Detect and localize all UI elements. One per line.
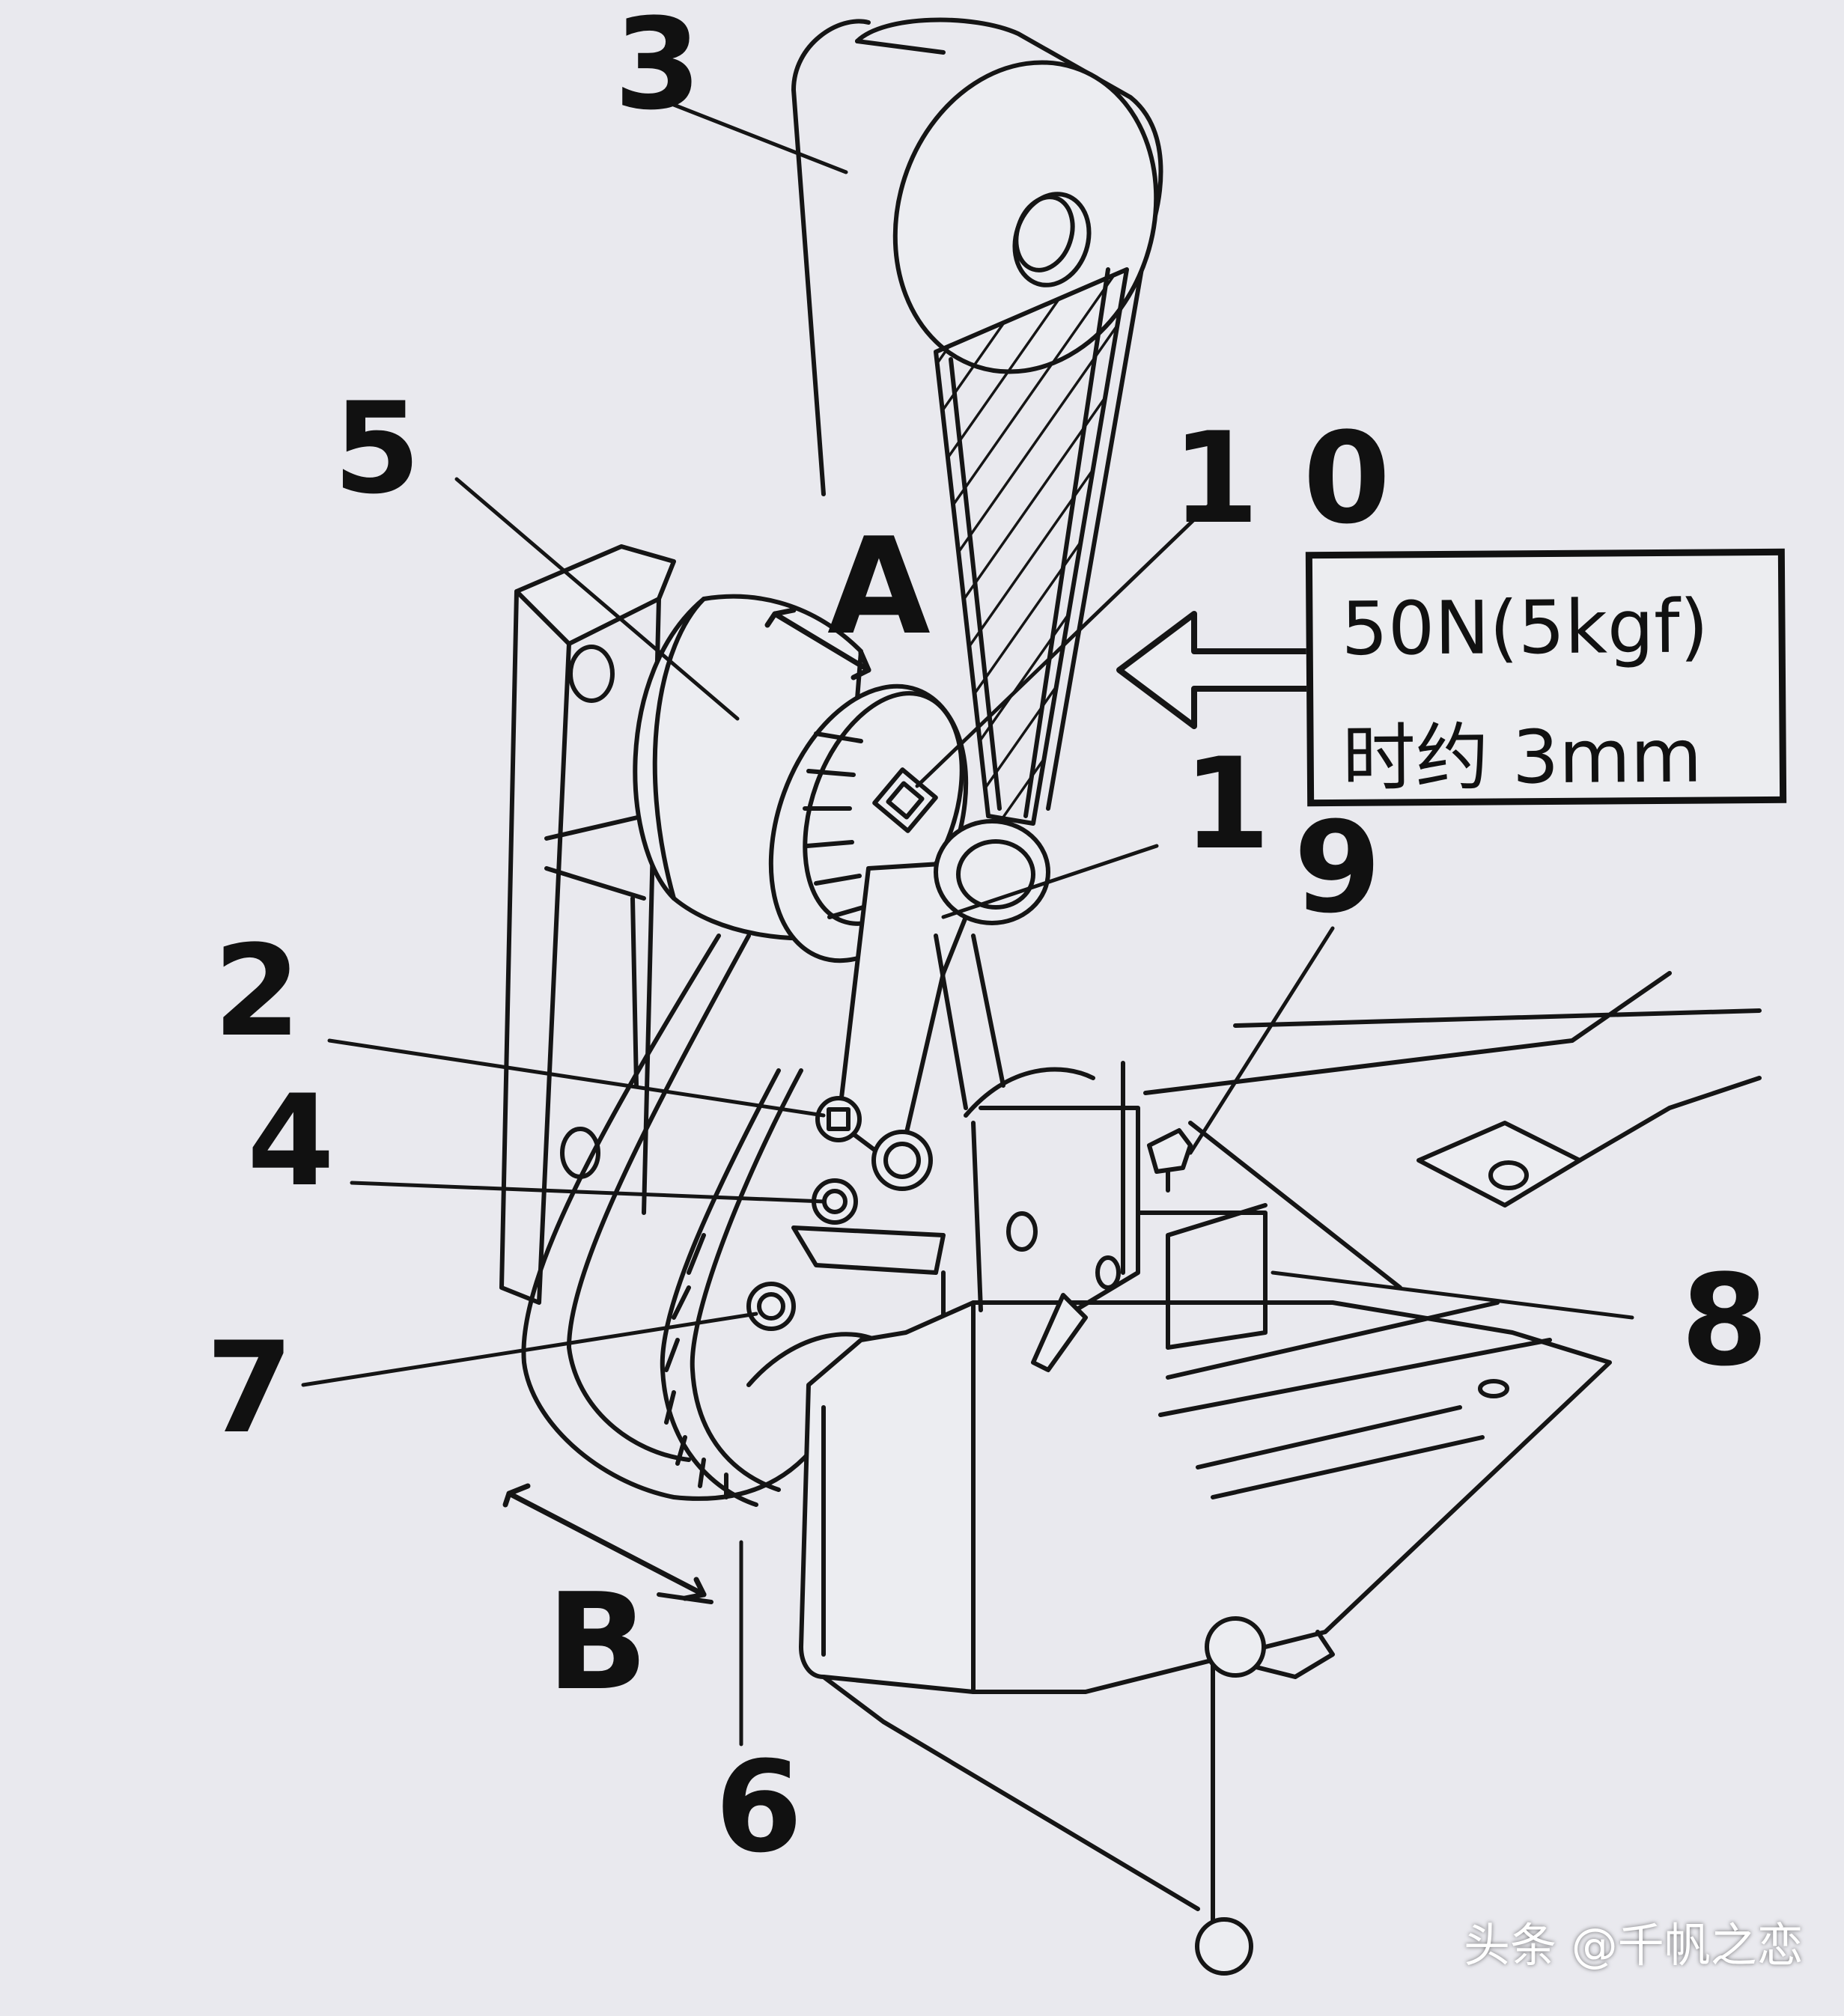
deflection-text: 时约 3mm (1342, 713, 1702, 802)
callout-7: 7 (206, 1315, 293, 1461)
callout-1: 1 (1183, 731, 1271, 877)
tension-note-box: 50N(5kgf) 时约 3mm (1305, 548, 1787, 807)
callout-2: 2 (213, 918, 301, 1065)
motion-arrows (502, 607, 871, 1604)
upper-pulley (791, 17, 1163, 826)
callout-3: 3 (614, 0, 702, 138)
callout-5: 5 (333, 375, 421, 522)
arrow-label-b: B (547, 1565, 648, 1720)
leader-lines (301, 103, 1634, 1747)
machine-base (799, 971, 1762, 1976)
callout-4: 4 (247, 1068, 335, 1214)
callout-9: 9 (1294, 794, 1381, 941)
force-arrow (1116, 611, 1313, 729)
tension-arm (836, 819, 1050, 1170)
bolts (746, 1096, 946, 1331)
tension-force-text: 50N(5kgf) (1341, 584, 1709, 672)
arrow-label-a: A (827, 509, 931, 664)
callout-10: 1 0 (1172, 405, 1391, 552)
callout-6: 6 (715, 1734, 803, 1881)
watermark: 头条 @千帆之恋 (1464, 1918, 1804, 1973)
callout-8: 8 (1681, 1247, 1768, 1394)
